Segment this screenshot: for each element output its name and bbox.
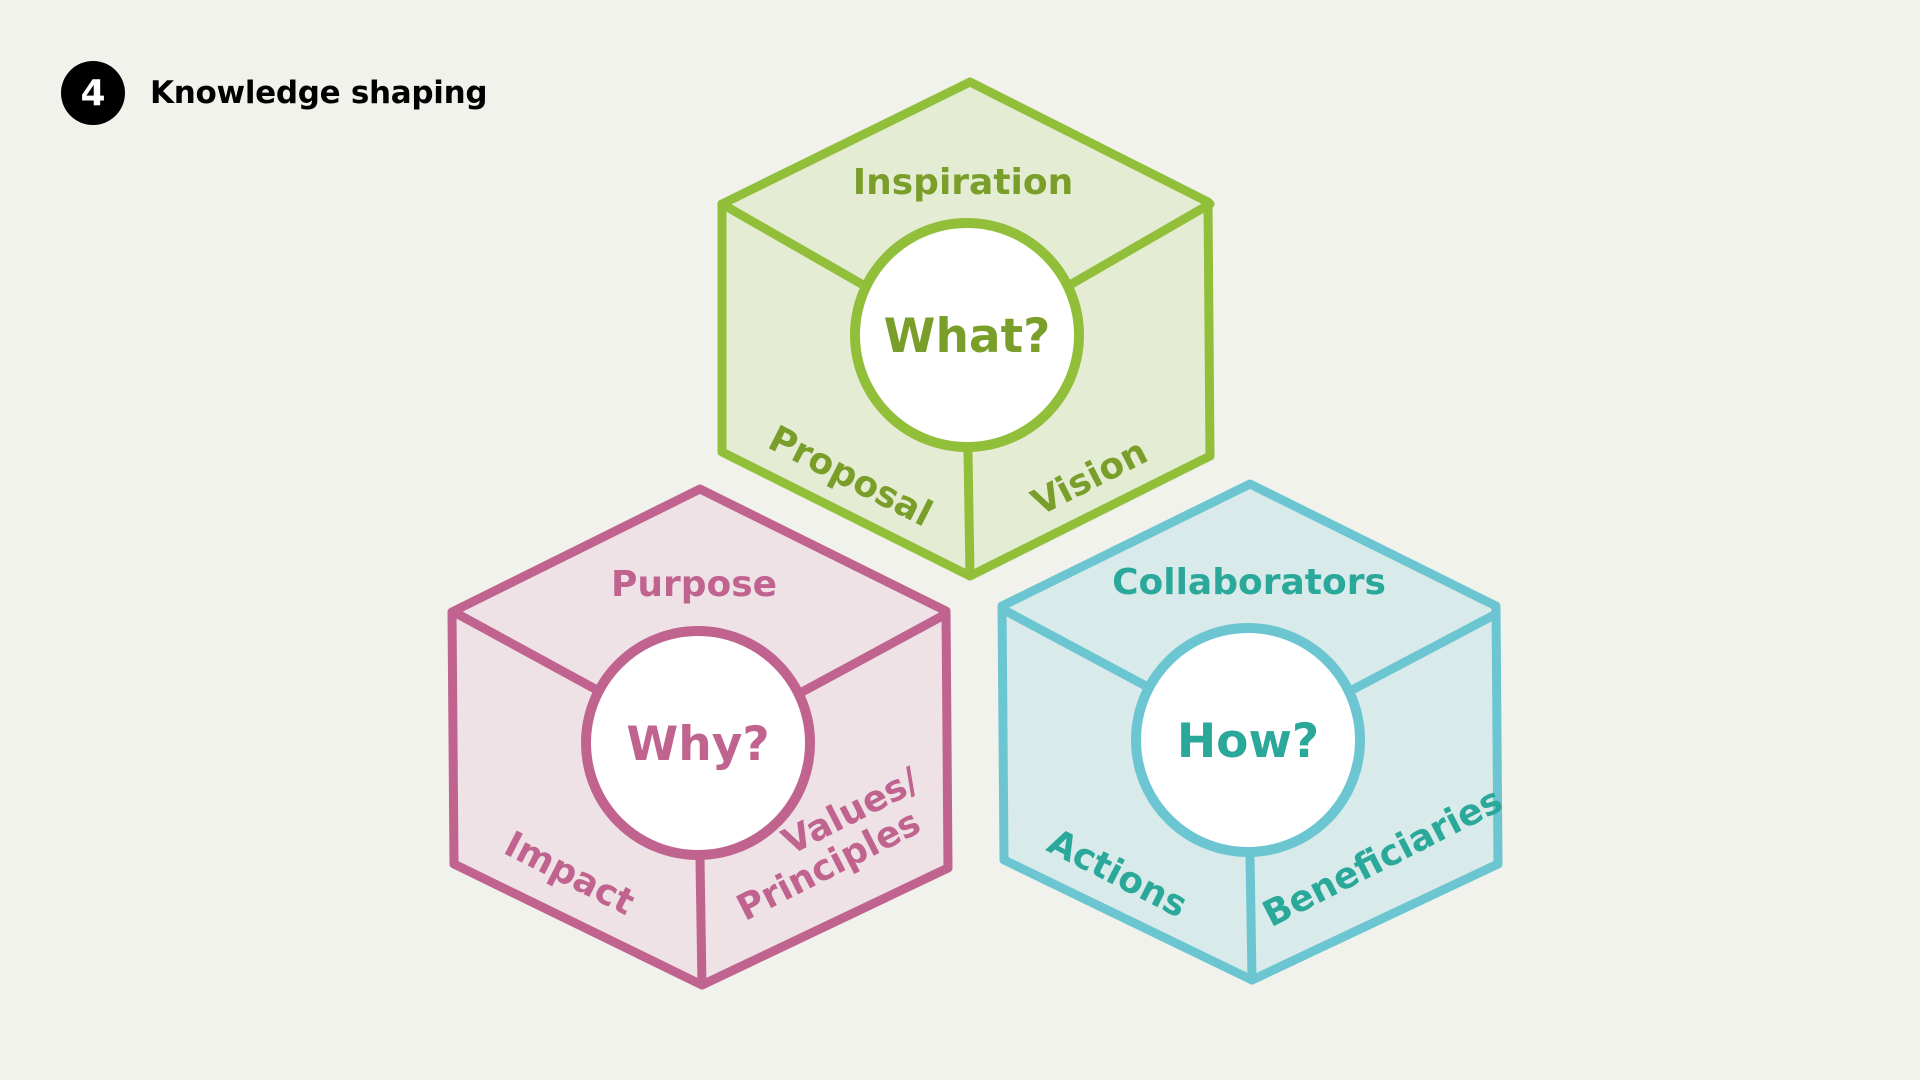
cube-why-question: Why? (626, 717, 769, 772)
page-title: Knowledge shaping (150, 75, 488, 111)
cube-what-question: What? (884, 309, 1051, 364)
cube-what-edges (717, 199, 1215, 581)
cube-what-top-label: Inspiration (853, 162, 1074, 203)
cube-what: What? Inspiration Proposal Vision (717, 77, 1215, 581)
cube-why: Why? Purpose Impact Values/ Principles (447, 484, 953, 990)
header: 4 Knowledge shaping (61, 61, 488, 125)
cube-why-top-label: Purpose (611, 564, 777, 605)
cube-how-top-label: Collaborators (1112, 562, 1386, 603)
cube-why-center-circle (581, 626, 815, 860)
cube-what-center-circle (850, 218, 1084, 452)
step-number-badge: 4 (61, 61, 125, 125)
cube-how-question: How? (1177, 714, 1319, 769)
cube-how-edges (999, 605, 1501, 985)
cube-how-center-circle (1131, 623, 1365, 857)
cube-how: How? Collaborators Actions Beneficiaries (997, 479, 1509, 985)
cube-why-edges (449, 607, 951, 990)
